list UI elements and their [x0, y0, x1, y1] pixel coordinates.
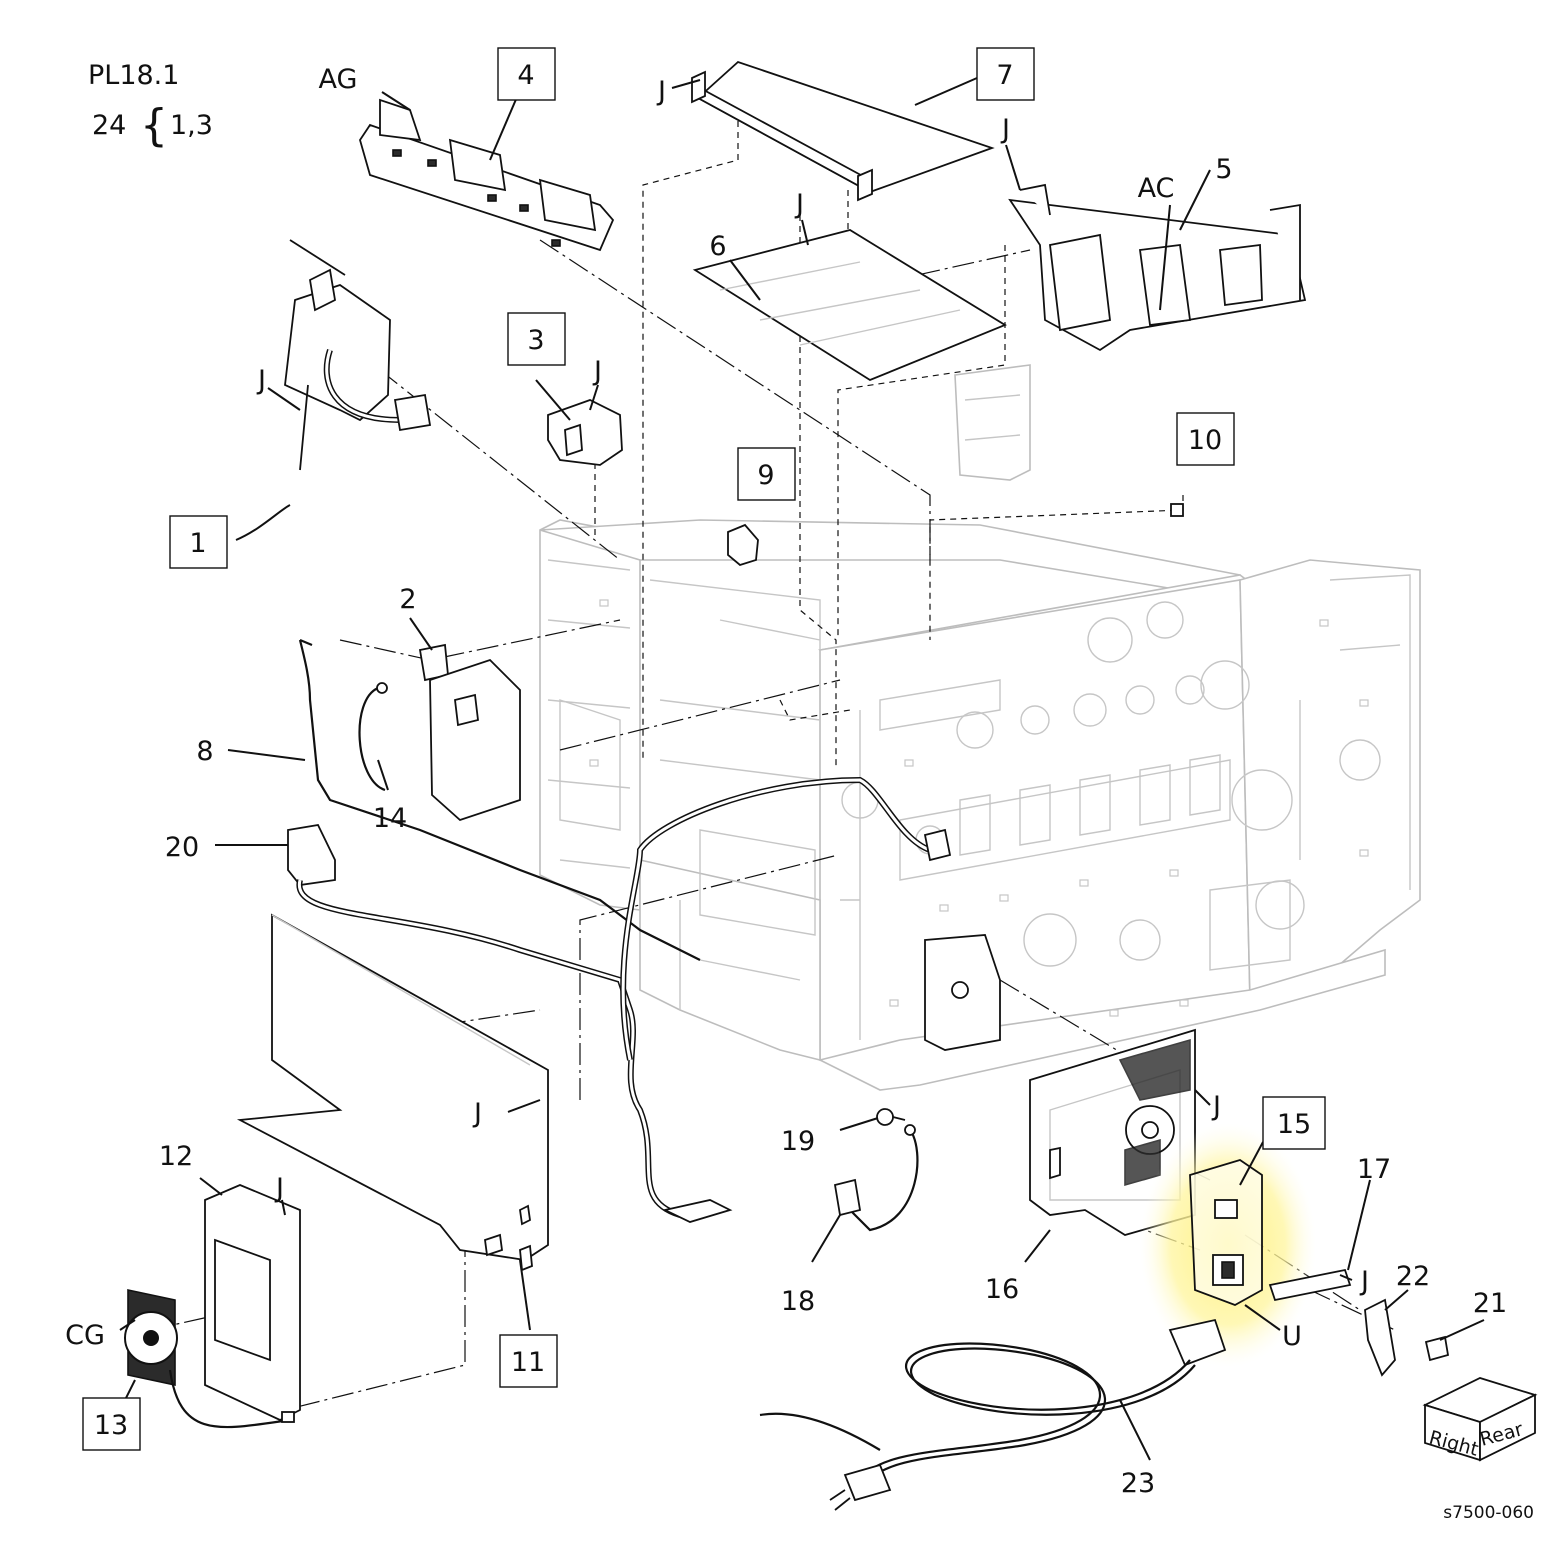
part-23-power-cord — [759, 1318, 1227, 1511]
j-label-part17: J — [1359, 1266, 1369, 1297]
boxed-callouts: 4 7 3 1 9 10 11 13 15 — [82, 47, 1326, 1451]
callout-5: 5 — [1215, 154, 1232, 185]
callout-17: 17 — [1357, 1154, 1391, 1185]
note-item: 24 — [92, 110, 126, 141]
part-2-bracket — [418, 643, 521, 822]
callout-18: 18 — [781, 1286, 815, 1317]
note-refs: 1,3 — [170, 110, 213, 141]
callout-4: 4 — [517, 60, 534, 91]
callout-10: 10 — [1188, 425, 1222, 456]
chassis-bracket — [924, 934, 1001, 1051]
callout-8: 8 — [196, 736, 213, 767]
callout-1: 1 — [189, 528, 206, 559]
callout-13-box — [82, 1397, 141, 1451]
callout-2: 2 — [399, 584, 416, 615]
part-3-sensor — [547, 399, 623, 466]
j-label-part6: J — [794, 189, 804, 220]
callout-AG: AG — [319, 64, 358, 95]
figure-id: s7500-060 — [1443, 1503, 1534, 1523]
callout-3: 3 — [527, 325, 544, 356]
callout-19: 19 — [781, 1126, 815, 1157]
callout-10-box — [1176, 412, 1235, 466]
callout-22: 22 — [1396, 1261, 1430, 1292]
j-label-top: J — [656, 76, 666, 107]
j-label-part16: J — [1211, 1091, 1221, 1122]
part-10-clip — [1170, 503, 1184, 517]
callout-13: 13 — [94, 1410, 128, 1441]
callout-3-box — [507, 312, 566, 366]
callout-12: 12 — [159, 1141, 193, 1172]
j-label-part11: J — [472, 1098, 482, 1129]
callout-AC: AC — [1138, 173, 1175, 204]
callout-6: 6 — [709, 231, 726, 262]
plate-id: PL18.1 — [88, 60, 179, 91]
orientation-cube: Right Rear — [1422, 1377, 1538, 1462]
callout-7: 7 — [996, 60, 1013, 91]
fastener-labels: J J J J J J J J J — [256, 76, 1369, 1297]
main-harness-cable — [620, 776, 952, 1061]
part-13-fan — [124, 1289, 295, 1429]
callout-15: 15 — [1277, 1109, 1311, 1140]
leader-lines — [119, 77, 1485, 1461]
callout-14: 14 — [373, 803, 407, 834]
callout-9: 9 — [757, 460, 774, 491]
part-19-screw — [876, 1108, 906, 1126]
part-5-duct-assembly — [1008, 183, 1307, 352]
part-6-plate — [692, 229, 1007, 382]
callout-7-box — [976, 47, 1035, 101]
part-4-sensor-bracket — [359, 98, 615, 252]
callout-20: 20 — [165, 832, 199, 863]
callout-15-box — [1262, 1096, 1326, 1150]
callout-23: 23 — [1121, 1468, 1155, 1499]
part-8-wire-harness — [298, 638, 701, 961]
j-label-part1: J — [256, 365, 266, 396]
callout-1-box — [169, 515, 228, 569]
part-21-screw — [1424, 1335, 1450, 1362]
part-15-power-inlet — [1189, 1159, 1263, 1306]
part-1-switch-assembly — [284, 239, 432, 471]
part-17-bracket — [1268, 1268, 1352, 1302]
callout-U: U — [1282, 1321, 1302, 1352]
part-20-harness-connector — [287, 824, 733, 1223]
part-9-connector — [727, 523, 759, 567]
j-label-part3: J — [592, 356, 602, 387]
j-label-part12: J — [274, 1173, 284, 1204]
callout-21: 21 — [1473, 1288, 1507, 1319]
callout-11-box — [499, 1334, 558, 1388]
callout-9-box — [737, 447, 796, 501]
note-brace: { — [140, 100, 168, 151]
plain-callouts: 2 5 6 8 12 14 16 17 18 19 20 21 22 23 AG… — [65, 64, 1507, 1499]
callout-CG: CG — [65, 1320, 105, 1351]
part-14-ground-wire — [358, 682, 388, 792]
callout-4-box — [497, 47, 556, 101]
part-7-board-cover — [691, 60, 995, 202]
part-12-fan-bracket — [204, 1184, 301, 1421]
part-22-bracket — [1364, 1298, 1396, 1377]
part-18-ground-cable — [833, 1124, 919, 1232]
callout-16: 16 — [985, 1274, 1019, 1305]
callout-11: 11 — [511, 1347, 545, 1378]
j-label-part5: J — [1000, 114, 1010, 145]
